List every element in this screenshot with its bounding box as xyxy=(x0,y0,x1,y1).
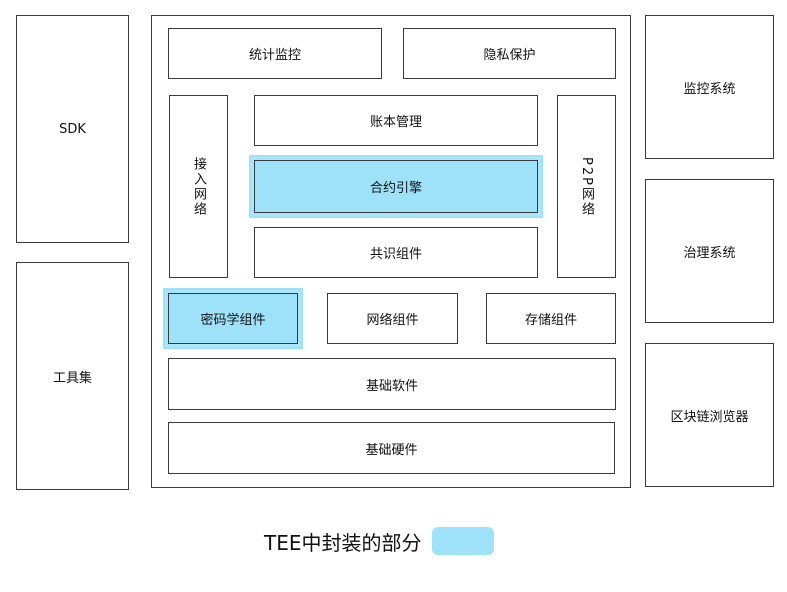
storage-label: 存储组件 xyxy=(524,313,577,328)
consensus-box: 共识组件 xyxy=(254,227,538,278)
tools-box: 工具集 xyxy=(16,262,129,490)
block-explorer-label: 区块链浏览器 xyxy=(670,409,749,425)
ledger-box: 账本管理 xyxy=(254,95,538,146)
governance-system-label: 治理系统 xyxy=(683,245,736,261)
p2p-network-label: P2P网络 xyxy=(579,156,594,217)
access-network-box: 接入网络 xyxy=(169,95,228,278)
base-hardware-box: 基础硬件 xyxy=(168,422,615,474)
access-network-label: 接入网络 xyxy=(191,156,206,217)
base-hardware-label: 基础硬件 xyxy=(365,442,418,458)
tools-label: 工具集 xyxy=(52,370,92,386)
monitor-system-label: 监控系统 xyxy=(683,81,736,97)
contract-engine-label: 合约引擎 xyxy=(369,181,422,196)
legend: TEE中封装的部分 xyxy=(264,525,494,557)
p2p-network-box: P2P网络 xyxy=(557,95,616,278)
stat-monitor-box: 统计监控 xyxy=(168,28,382,79)
block-explorer-box: 区块链浏览器 xyxy=(645,343,774,487)
sdk-box: SDK xyxy=(16,15,129,243)
crypto-box: 密码学组件 xyxy=(168,293,298,344)
contract-engine-box: 合约引擎 xyxy=(254,160,538,213)
base-software-box: 基础软件 xyxy=(168,358,616,410)
governance-system-box: 治理系统 xyxy=(645,179,774,323)
legend-label: TEE中封装的部分 xyxy=(264,530,422,555)
stat-monitor-label: 统计监控 xyxy=(248,48,301,63)
storage-box: 存储组件 xyxy=(486,293,616,344)
privacy-box: 隐私保护 xyxy=(403,28,616,79)
base-software-label: 基础软件 xyxy=(365,378,418,394)
network-component-label: 网络组件 xyxy=(366,313,419,328)
crypto-label: 密码学组件 xyxy=(200,313,266,328)
legend-swatch xyxy=(431,527,494,555)
ledger-label: 账本管理 xyxy=(369,115,422,130)
sdk-label: SDK xyxy=(59,121,86,137)
privacy-label: 隐私保护 xyxy=(483,48,536,63)
consensus-label: 共识组件 xyxy=(369,247,422,262)
monitor-system-box: 监控系统 xyxy=(645,15,774,159)
network-component-box: 网络组件 xyxy=(327,293,458,344)
